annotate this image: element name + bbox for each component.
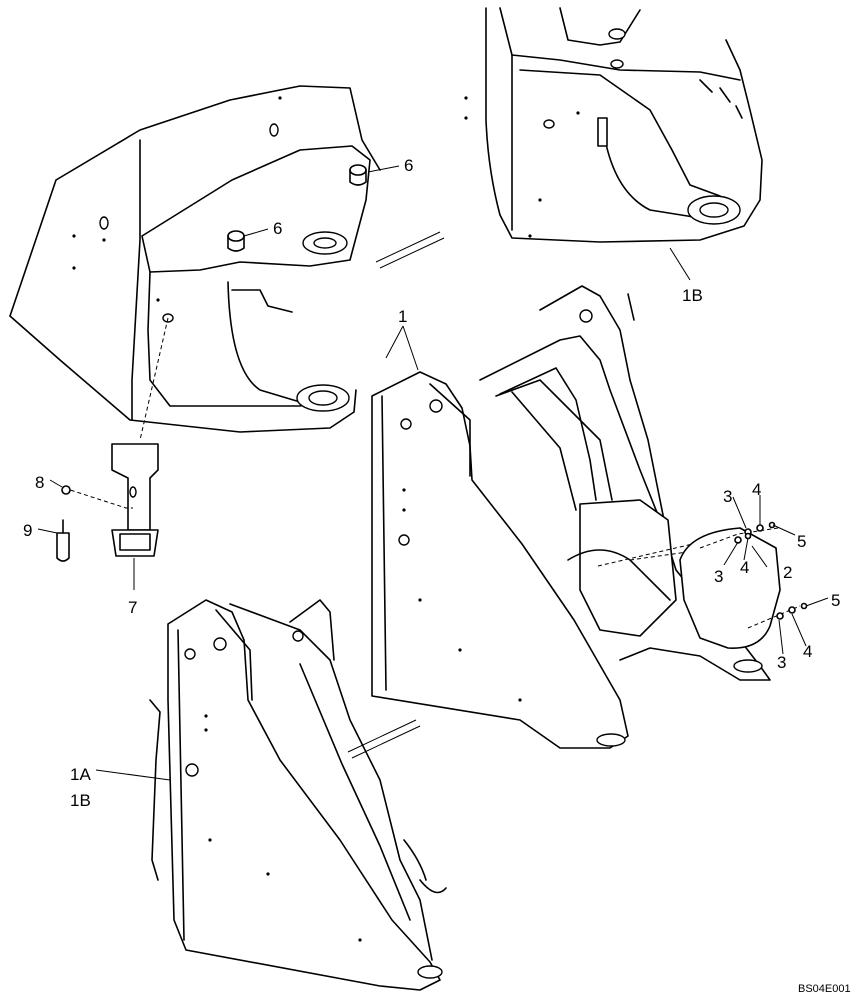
callout-6-lower: 6 [273, 219, 282, 238]
callout-1a: 1A [70, 765, 91, 784]
callout-5-top: 5 [797, 532, 806, 551]
callout-6-upper: 6 [404, 156, 413, 175]
callout-8: 8 [35, 473, 44, 492]
callout-3-mid: 3 [714, 567, 723, 586]
callout-4-mid: 4 [740, 558, 749, 577]
callout-3-top: 3 [723, 487, 732, 506]
callout-2: 2 [783, 563, 792, 582]
callout-4-top: 4 [752, 480, 761, 499]
callout-4-bottom: 4 [803, 642, 812, 661]
bracket-assembly-7 [56, 317, 169, 562]
callout-5-bottom: 5 [831, 591, 840, 610]
callout-labels: 1 1B 6 6 7 8 9 1A 1B 2 3 4 5 3 4 5 3 4 B… [23, 156, 851, 995]
front-frame-upper-view [9, 85, 445, 433]
callout-7: 7 [128, 598, 137, 617]
callout-9: 9 [23, 521, 32, 540]
loader-frame-1 [371, 285, 771, 749]
loader-frame-1a-1b [149, 599, 447, 991]
callout-1b-lower: 1B [70, 791, 91, 810]
callout-1b-upper: 1B [682, 286, 703, 305]
callout-1: 1 [398, 307, 407, 326]
cover-plate-2 [679, 521, 808, 649]
figure-code: BS04E001 [798, 983, 851, 995]
rear-frame-view-1b [464, 7, 763, 243]
callout-3-bottom: 3 [777, 653, 786, 672]
leader-lines [37, 165, 829, 781]
